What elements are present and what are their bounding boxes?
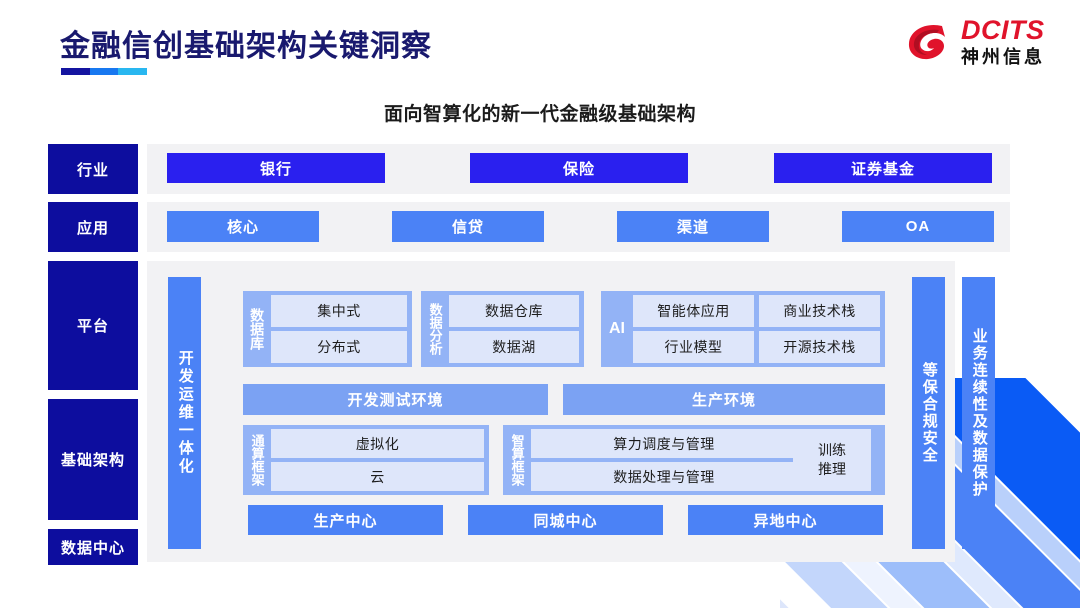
app-chip-channel[interactable]: 渠道 [617, 211, 769, 242]
group-database: 数据库 集中式 分布式 [243, 291, 412, 367]
row-label-industry: 行业 [48, 144, 138, 194]
env-chip-dev-test[interactable]: 开发测试环境 [243, 384, 548, 415]
group-analytics: 数据分析 数据仓库 数据湖 [421, 291, 584, 367]
cell-train-inference-label: 训练推理 [818, 442, 846, 477]
center-chip-remote[interactable]: 异地中心 [688, 505, 883, 535]
cell-cloud[interactable]: 云 [271, 462, 484, 491]
center-chip-metro[interactable]: 同城中心 [468, 505, 663, 535]
compliance-vertical-bar: 等保合规安全 [912, 277, 945, 549]
group-label-database: 数据库 [249, 308, 266, 350]
industry-chip-bank[interactable]: 银行 [167, 153, 385, 183]
app-chip-core[interactable]: 核心 [167, 211, 319, 242]
cell-distributed[interactable]: 分布式 [271, 331, 407, 363]
logo-text: DCITS 神州信息 [961, 15, 1045, 67]
cell-agent-app[interactable]: 智能体应用 [633, 295, 754, 327]
app-chip-credit[interactable]: 信贷 [392, 211, 544, 242]
industry-chip-securities[interactable]: 证券基金 [774, 153, 992, 183]
app-chip-oa[interactable]: OA [842, 211, 994, 242]
cell-data-processing[interactable]: 数据处理与管理 [531, 462, 797, 491]
cell-data-lake[interactable]: 数据湖 [449, 331, 579, 363]
row-label-platform: 平台 [48, 261, 138, 390]
industry-chip-insurance[interactable]: 保险 [470, 153, 688, 183]
row-label-infrastructure: 基础架构 [48, 399, 138, 520]
underline-segment-3 [118, 68, 148, 75]
page-subtitle: 面向智算化的新一代金融级基础架构 [383, 104, 696, 125]
row-label-application: 应用 [48, 202, 138, 252]
cell-data-warehouse[interactable]: 数据仓库 [449, 295, 579, 327]
cell-compute-scheduling[interactable]: 算力调度与管理 [531, 429, 797, 458]
group-ai: AI 智能体应用 商业技术栈 行业模型 开源技术栈 [601, 291, 885, 367]
cell-virtualization[interactable]: 虚拟化 [271, 429, 484, 458]
group-general-compute: 通算框架 虚拟化 云 [243, 425, 489, 495]
devops-vertical-bar: 开发运维一体化 [168, 277, 201, 549]
underline-segment-1 [61, 68, 90, 75]
cell-opensource-stack[interactable]: 开源技术栈 [759, 331, 880, 363]
group-label-ai: AI [609, 319, 625, 337]
group-intelligent-compute: 智算框架 算力调度与管理 数据处理与管理 [503, 425, 885, 495]
cell-train-inference[interactable]: 训练推理 [793, 429, 871, 491]
row-label-datacenter: 数据中心 [48, 529, 138, 565]
cell-centralized[interactable]: 集中式 [271, 295, 407, 327]
cell-commercial-stack[interactable]: 商业技术栈 [759, 295, 880, 327]
dcits-swirl-icon [906, 19, 952, 65]
underline-segment-2 [89, 68, 119, 75]
brand-logo: DCITS 神州信息 [906, 17, 1045, 66]
page-title: 金融信创基础架构关键洞察 [60, 30, 432, 63]
continuity-vertical-bar: 业务连续性及数据保护 [962, 277, 995, 549]
env-chip-production[interactable]: 生产环境 [563, 384, 885, 415]
group-label-general-compute: 通算框架 [249, 434, 265, 486]
title-underline [61, 68, 148, 75]
group-label-analytics: 数据分析 [427, 303, 443, 355]
logo-cn-label: 神州信息 [961, 47, 1045, 67]
group-label-intelligent-compute: 智算框架 [509, 434, 525, 486]
center-chip-production[interactable]: 生产中心 [248, 505, 443, 535]
cell-industry-model[interactable]: 行业模型 [633, 331, 754, 363]
logo-en-label: DCITS [961, 15, 1045, 45]
